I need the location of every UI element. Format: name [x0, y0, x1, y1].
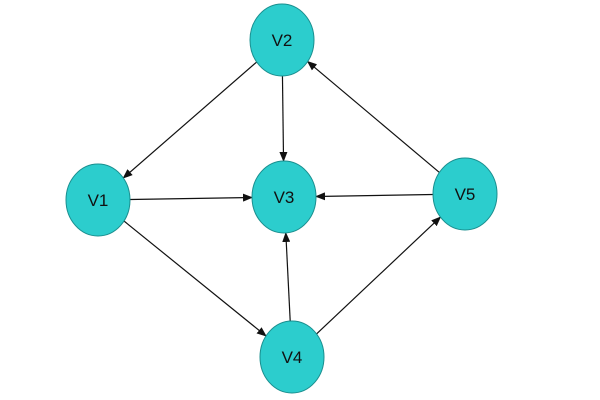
node-circle-v2: [249, 3, 315, 77]
node-v1: V1: [65, 163, 131, 237]
node-label-v2: V2: [272, 31, 293, 50]
node-v2: V2: [249, 3, 315, 77]
edge-v2-to-v3: [279, 75, 288, 163]
node-label-v5: V5: [455, 185, 476, 204]
edge-v2-to-v1: [122, 61, 258, 179]
node-v5: V5: [432, 157, 498, 231]
edges: [122, 60, 442, 337]
edge-v5-to-v2: [306, 60, 440, 173]
edge-v1-to-v4: [123, 220, 267, 337]
node-label-v1: V1: [88, 191, 109, 210]
node-circle-v1: [65, 163, 131, 237]
edge-v5-to-v3: [314, 192, 434, 201]
node-label-v4: V4: [282, 348, 303, 367]
node-v3: V3: [251, 160, 317, 234]
node-label-v3: V3: [274, 188, 295, 207]
node-v4: V4: [259, 320, 325, 394]
node-circle-v5: [432, 157, 498, 231]
node-circle-v3: [251, 160, 317, 234]
node-circle-v4: [259, 320, 325, 394]
edge-v4-to-v3: [282, 231, 291, 322]
edge-v4-to-v5: [316, 216, 442, 335]
edge-v1-to-v3: [129, 193, 254, 202]
